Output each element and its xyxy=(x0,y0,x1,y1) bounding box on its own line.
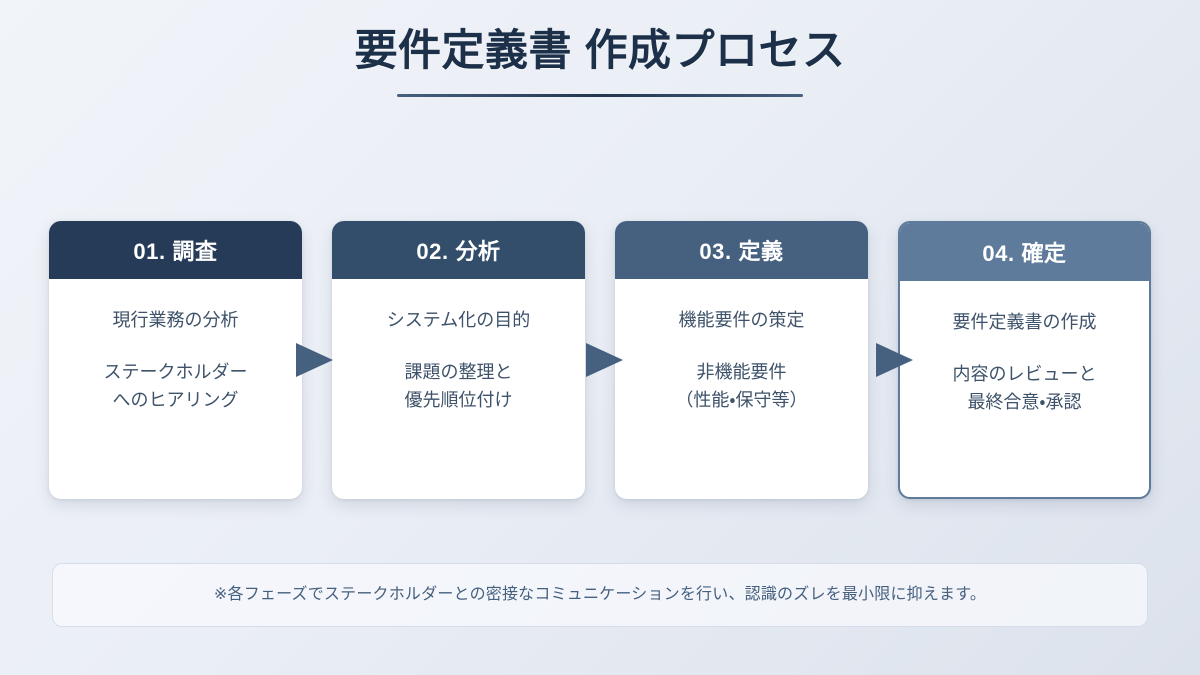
card-line-step-2-b: 課題の整理と 優先順位付け xyxy=(404,361,513,410)
arrow-right-icon-step-2-to-3 xyxy=(586,343,623,377)
card-line-step-1-a: 現行業務の分析 xyxy=(112,310,239,330)
card-header-step-3: 03. 定義 xyxy=(615,221,868,279)
card-body-step-1: 現行業務の分析 ステークホルダー へのヒアリング xyxy=(49,279,302,499)
footer-note-box: ※各フェーズでステークホルダーとの密接なコミュニケーションを行い、認識のズレを最… xyxy=(52,563,1148,627)
card-header-step-1: 01. 調査 xyxy=(49,221,302,279)
arrow-right-icon-step-3-to-4 xyxy=(876,343,913,377)
process-card-step-2[interactable]: 02. 分析 システム化の目的 課題の整理と 優先順位付け xyxy=(332,221,585,499)
card-body-step-3: 機能要件の策定 非機能要件 （性能・保守等） xyxy=(615,279,868,499)
title-underline-divider xyxy=(397,93,803,97)
card-line-step-3-b: 非機能要件 （性能・保守等） xyxy=(675,361,808,410)
card-body-step-2: システム化の目的 課題の整理と 優先順位付け xyxy=(332,279,585,499)
card-line-step-2-a: システム化の目的 xyxy=(386,310,531,330)
process-card-step-3[interactable]: 03. 定義 機能要件の策定 非機能要件 （性能・保守等） xyxy=(615,221,868,499)
card-line-step-4-a: 要件定義書の作成 xyxy=(952,312,1097,332)
title-block: 要件定義書 作成プロセス xyxy=(0,26,1200,97)
arrow-right-icon-step-1-to-2 xyxy=(296,343,333,377)
card-header-step-2: 02. 分析 xyxy=(332,221,585,279)
process-card-row: 01. 調査 現行業務の分析 ステークホルダー へのヒアリング 02. 分析 シ… xyxy=(49,221,1151,499)
card-body-step-4: 要件定義書の作成 内容のレビューと 最終合意・承認 xyxy=(900,281,1149,497)
card-line-step-4-b: 内容のレビューと 最終合意・承認 xyxy=(952,363,1097,412)
card-header-step-4: 04. 確定 xyxy=(900,223,1149,281)
page-title: 要件定義書 作成プロセス xyxy=(354,27,846,75)
footer-note-text: ※各フェーズでステークホルダーとの密接なコミュニケーションを行い、認識のズレを最… xyxy=(213,585,987,603)
card-line-step-3-a: 機能要件の策定 xyxy=(678,310,805,330)
process-card-step-4[interactable]: 04. 確定 要件定義書の作成 内容のレビューと 最終合意・承認 xyxy=(898,221,1151,499)
process-card-step-1[interactable]: 01. 調査 現行業務の分析 ステークホルダー へのヒアリング xyxy=(49,221,302,499)
card-line-step-1-b: ステークホルダー へのヒアリング xyxy=(103,361,248,410)
